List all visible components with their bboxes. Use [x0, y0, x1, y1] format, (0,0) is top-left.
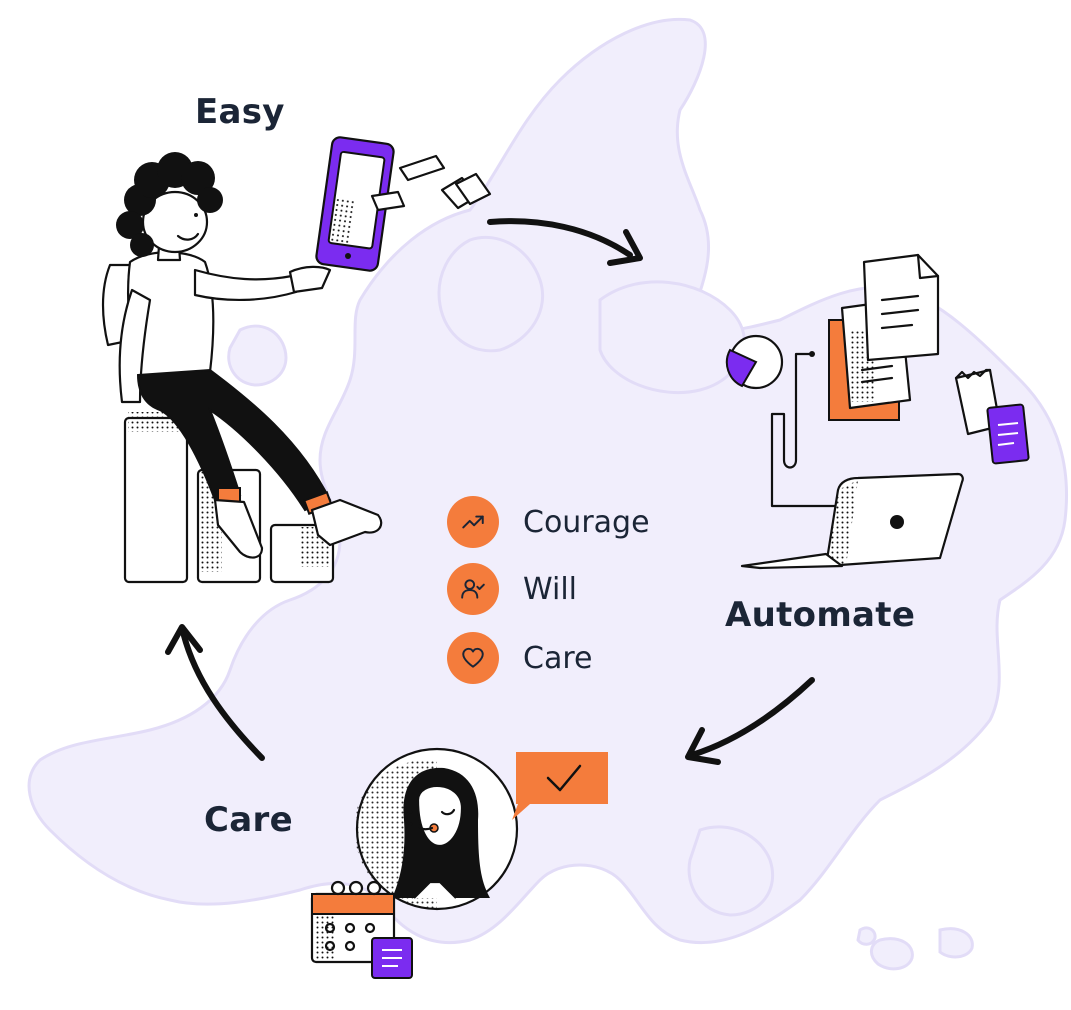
- phone-icon: [315, 136, 395, 272]
- calendar-icon: [310, 880, 413, 979]
- value-label: Courage: [523, 504, 650, 540]
- chat-bubble-check-icon: [512, 752, 608, 820]
- heart-icon: [447, 632, 499, 684]
- value-label: Care: [523, 640, 593, 676]
- value-label: Will: [523, 571, 578, 607]
- pie-chart-icon: [725, 334, 784, 390]
- stage-label-easy: Easy: [195, 92, 285, 132]
- value-item-courage: Courage: [447, 496, 650, 548]
- connector-lines: [770, 351, 842, 508]
- trending-up-icon: [447, 496, 499, 548]
- arrow-automate-to-care: [685, 677, 815, 765]
- stage-label-automate: Automate: [725, 595, 916, 635]
- value-item-care: Care: [447, 632, 592, 684]
- laptop-icon: [740, 472, 964, 570]
- support-agent-illustration: [354, 747, 519, 911]
- user-check-icon: [447, 563, 499, 615]
- documents-illustration: [828, 253, 940, 421]
- arrow-easy-to-automate: [487, 218, 643, 266]
- person-with-phone-illustration: [101, 152, 383, 584]
- stage-label-care: Care: [204, 800, 293, 840]
- receipt-icon: [954, 368, 1030, 465]
- arrow-care-to-easy: [165, 624, 265, 761]
- value-item-will: Will: [447, 563, 577, 615]
- flying-cards-icon: [370, 154, 492, 212]
